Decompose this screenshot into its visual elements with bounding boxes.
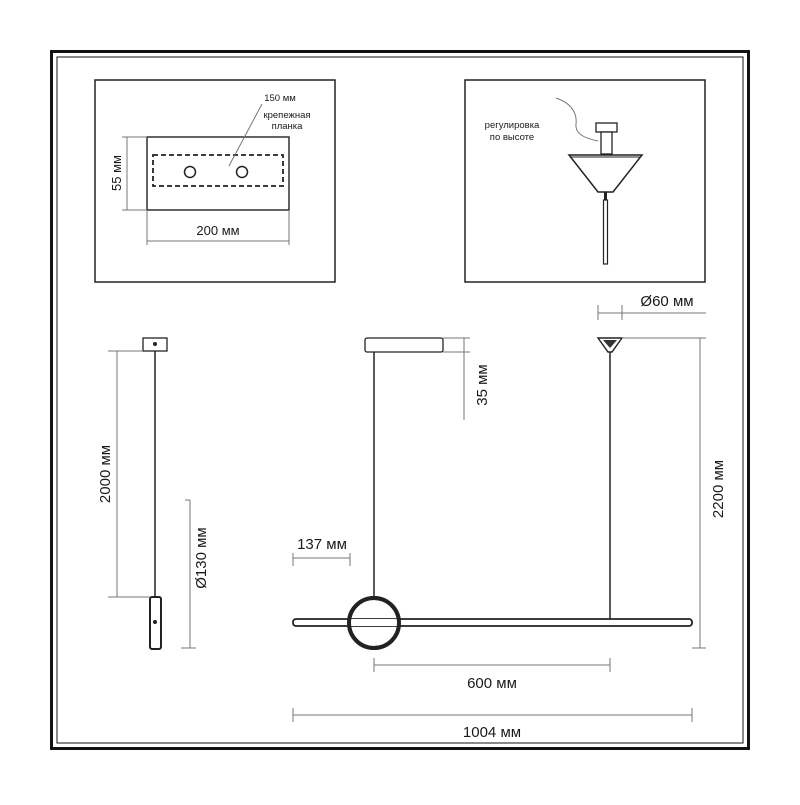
height-adjust-panel: регулировка по высоте bbox=[464, 79, 706, 283]
total-height-label: 2200 мм bbox=[710, 460, 727, 518]
mounting-plate-panel: 150 мм крепежная планка 55 мм 200 мм bbox=[94, 79, 336, 283]
side-view: 2000 мм Ø130 мм bbox=[97, 337, 210, 650]
canopy-width-label: 200 мм bbox=[196, 223, 239, 238]
adjust-mount-stem bbox=[600, 131, 613, 155]
outer-frame bbox=[50, 50, 750, 750]
plate-length-label: 150 мм bbox=[264, 93, 296, 104]
adjust-collar bbox=[604, 192, 607, 200]
height-adjust-line2: по высоте bbox=[490, 132, 534, 143]
cup-diameter-label: Ø60 мм bbox=[640, 293, 693, 310]
height-adjust-line1: регулировка bbox=[485, 120, 540, 131]
suspension-spacing-label: 600 мм bbox=[467, 675, 517, 692]
total-length-label: 1004 мм bbox=[463, 724, 521, 741]
plate-caption-line2: планка bbox=[272, 121, 304, 132]
adjust-mount-cap bbox=[595, 122, 618, 133]
screw-hole-left bbox=[183, 165, 197, 179]
plate-caption-line1: крепежная bbox=[263, 110, 310, 121]
screw-hole-right bbox=[235, 165, 249, 179]
canopy-height-label: 55 мм bbox=[109, 155, 124, 191]
adjust-cone bbox=[567, 154, 644, 193]
ring-diameter-label: Ø130 мм bbox=[193, 527, 210, 589]
height-adjust-leader bbox=[555, 97, 599, 142]
front-canopy bbox=[364, 337, 444, 353]
panel-border-right bbox=[464, 79, 706, 283]
canopy-plate-outline bbox=[146, 136, 290, 211]
plate-leader-line bbox=[228, 103, 263, 167]
panel-border-left bbox=[94, 79, 336, 283]
cable-length-label: 2000 мм bbox=[97, 445, 114, 503]
adjust-rod bbox=[602, 199, 609, 265]
front-view: Ø60 мм 35 мм 2200 мм 137 мм 600 мм 1004 … bbox=[292, 293, 727, 741]
canopy-thickness-label: 35 мм bbox=[474, 364, 491, 405]
ring-width-label: 137 мм bbox=[297, 536, 347, 553]
mounting-bar-dashed bbox=[152, 154, 284, 187]
